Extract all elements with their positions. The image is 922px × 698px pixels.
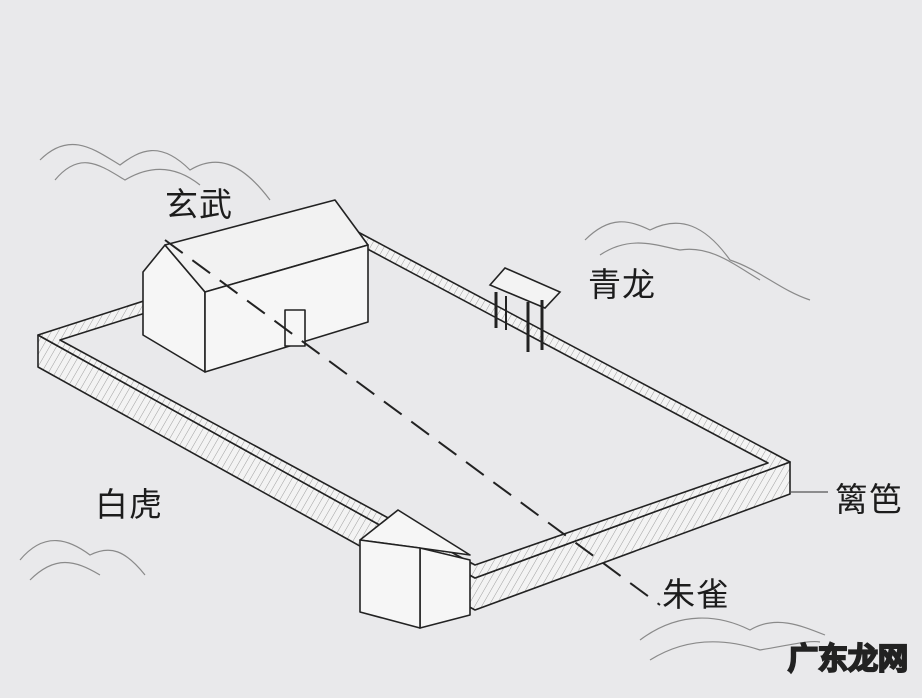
label-zhuque: 朱雀 — [662, 575, 730, 614]
mountain-bottom-left — [19, 540, 146, 576]
mountain-top-left — [39, 143, 271, 201]
gate-house-front — [359, 539, 421, 629]
label-baihu: 白虎 — [95, 485, 163, 524]
label-qinglong: 青龙 — [588, 265, 656, 304]
mountain-right — [584, 221, 811, 301]
mountain-bottom-right — [639, 617, 826, 641]
house-front-wall — [204, 244, 369, 373]
side-gate — [488, 267, 562, 352]
main-house — [142, 199, 369, 373]
watermark-logo: 广东龙网 — [787, 641, 909, 678]
gate-roof — [488, 267, 562, 309]
label-fence: 篱笆 — [835, 480, 903, 519]
house-door — [284, 309, 306, 347]
mountain-bottom-right-inner — [649, 640, 821, 661]
gate-house-side — [419, 547, 471, 629]
label-xuanwu: 玄武 — [165, 185, 233, 224]
mountain-bottom-left-inner — [29, 561, 101, 581]
gate-house — [359, 509, 471, 629]
mountain-top-left-inner — [54, 162, 201, 186]
mountains — [19, 143, 826, 661]
central-axis — [164, 239, 661, 606]
mountain-right-inner — [599, 242, 761, 281]
